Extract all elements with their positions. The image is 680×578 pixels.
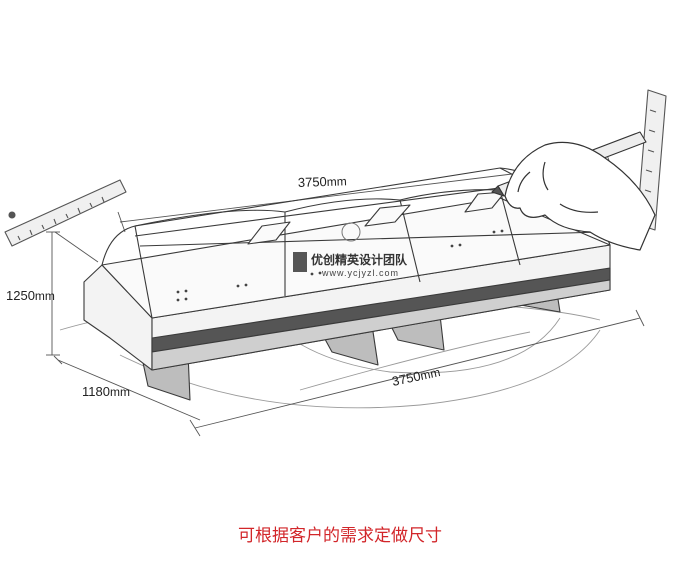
dim-bottom-length: 3750mm: [391, 364, 442, 389]
dim-height: 1250mm: [6, 288, 55, 303]
watermark-logo: [293, 222, 361, 272]
hand-icon: [504, 141, 656, 251]
dim-depth-value: 1180: [82, 384, 110, 399]
dim-bottom-length-value: 3750: [391, 368, 422, 389]
dim-top-length-value: 3750: [298, 174, 327, 190]
dim-height-value: 1250: [6, 288, 35, 303]
dim-top-length-unit: mm: [327, 174, 347, 189]
cabinet-body: [83, 197, 611, 371]
dimension-lines: [46, 151, 645, 437]
dim-top-length: 3750mm: [298, 173, 347, 190]
ruler-top-left: [4, 179, 127, 247]
dim-depth: 1180mm: [82, 384, 130, 399]
caption: 可根据客户的需求定做尺寸: [238, 526, 442, 546]
dim-depth-unit: mm: [110, 385, 130, 399]
watermark-url: www.ycjyzl.com: [321, 268, 399, 278]
ruler-right: [636, 89, 667, 231]
dim-bottom-length-unit: mm: [419, 365, 441, 383]
dim-height-unit: mm: [35, 289, 55, 303]
watermark-name: 优创精英设计团队: [311, 252, 408, 267]
